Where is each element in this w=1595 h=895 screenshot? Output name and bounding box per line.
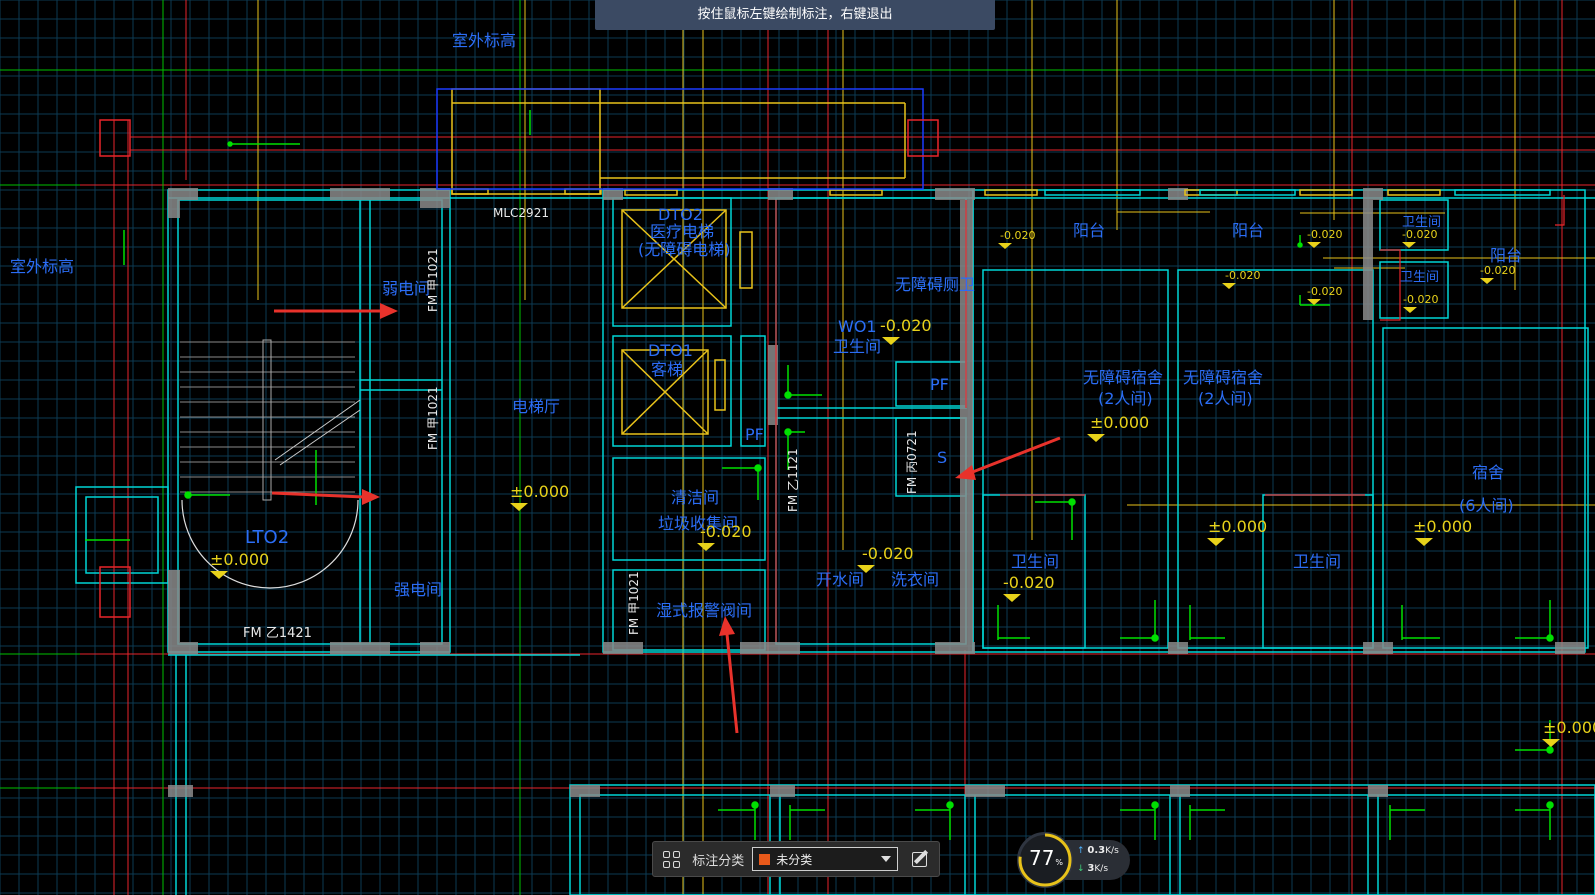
- label-dt01: DTO1: [648, 341, 693, 360]
- label-med-elev: 医疗电梯: [650, 222, 714, 241]
- elev-mark: -0.020: [1480, 264, 1515, 277]
- label-guest: 客梯: [651, 360, 683, 379]
- stairs: [180, 339, 361, 589]
- elev-mark: -0.020: [1403, 293, 1438, 306]
- elev-mark: -0.020: [1225, 269, 1260, 282]
- label-boil: 开水间: [816, 570, 864, 589]
- label-pf1: PF: [745, 425, 764, 444]
- percent-value: 77: [1028, 846, 1055, 870]
- label-alarm: 湿式报警阀间: [656, 601, 752, 620]
- chevron-down-icon: [880, 856, 891, 862]
- label-dorm2b: (2人间): [1198, 389, 1253, 408]
- elev-mark: -0.020: [1000, 229, 1035, 242]
- grid-menu-icon[interactable]: [661, 848, 682, 870]
- elev-mark: -0.020: [862, 544, 914, 563]
- label-outdoor-top: 室外标高: [452, 31, 516, 50]
- elevator-shafts: [621, 209, 753, 435]
- label-fm1: FM 甲1021: [426, 248, 440, 312]
- yellow-axis-lines: [257, 0, 1595, 895]
- canopy-outline: [436, 88, 924, 190]
- download-arrow-icon: ↓: [1077, 864, 1085, 874]
- room-labels: 室外标高 室外标高 弱电间 LTO2 强电间 电梯厅 DTO2 医疗电梯 (无障…: [10, 31, 1522, 620]
- wall-columns: [168, 188, 1585, 797]
- red-annotation-arrows: [271, 303, 1061, 734]
- elev-mark: -0.020: [1003, 573, 1055, 592]
- elev-mark: -0.020: [1402, 228, 1437, 241]
- label-dorm1: 无障碍宿舍: [1083, 368, 1163, 387]
- elev-mark: ±0.000: [1543, 718, 1595, 737]
- label-weak-room: 弱电间: [382, 279, 430, 298]
- red-lines: [775, 195, 1565, 642]
- label-outdoor-left: 室外标高: [10, 257, 74, 276]
- label-laundry: 洗衣间: [891, 570, 939, 589]
- category-select[interactable]: 未分类: [752, 847, 898, 871]
- elev-mark: -0.020: [1307, 228, 1342, 241]
- label-wc: 卫生间: [833, 337, 881, 356]
- label-fm2: FM 甲1021: [426, 386, 440, 450]
- edit-icon[interactable]: [910, 848, 931, 870]
- label-pf2: PF: [930, 375, 949, 394]
- label-mlc: MLC2921: [493, 206, 549, 220]
- label-acc-wc: 无障碍厕卫: [895, 275, 975, 294]
- annotation-toolbar: 标注分类 未分类: [652, 841, 940, 877]
- elev-mark: ±0.000: [1413, 517, 1472, 536]
- label-wc5: 卫生间: [1293, 552, 1341, 571]
- category-label: 标注分类: [692, 853, 745, 869]
- category-color-swatch: [759, 853, 771, 865]
- label-clean: 清洁间: [671, 488, 719, 507]
- label-strong-room: 强电间: [394, 580, 442, 599]
- label-fm-stair: FM 乙1421: [243, 626, 312, 641]
- upload-arrow-icon: ↑: [1077, 846, 1085, 856]
- percent-unit: %: [1055, 858, 1064, 867]
- label-dorm3: 宿舍: [1472, 463, 1504, 482]
- upload-speed: 0.3: [1087, 845, 1106, 856]
- upload-unit: K/s: [1105, 846, 1119, 856]
- elev-mark: -0.020: [1307, 285, 1342, 298]
- label-wc3: 卫生间: [1400, 270, 1439, 285]
- category-value: 未分类: [776, 852, 813, 867]
- memory-arc: [1018, 833, 1072, 887]
- label-bal3: 阳台: [1490, 246, 1522, 265]
- elev-mark: ±0.000: [510, 482, 569, 501]
- label-stair: LTO2: [245, 527, 289, 548]
- label-wc2: 卫生间: [1402, 215, 1441, 230]
- label-bal1: 阳台: [1073, 221, 1105, 240]
- elev-mark: ±0.000: [1208, 517, 1267, 536]
- performance-widget[interactable]: ↑ 0.3K/s ↓ 3K/s 77%: [1017, 832, 1130, 888]
- label-elev-hall: 电梯厅: [512, 397, 560, 416]
- network-speed-panel: ↑ 0.3K/s ↓ 3K/s: [1065, 840, 1130, 880]
- elevation-marks: ±0.000 ±0.000 -0.020 -0.020 -0.020 -0.02…: [210, 228, 1595, 747]
- hint-text: 按住鼠标左键绘制标注，右键退出: [697, 7, 893, 22]
- label-dorm3b: (6人间): [1459, 496, 1514, 515]
- elev-mark: -0.020: [880, 316, 932, 335]
- elev-mark: ±0.000: [210, 550, 269, 569]
- mlc-frame: [451, 88, 1551, 196]
- label-s: S: [937, 448, 947, 467]
- elev-mark: -0.020: [700, 522, 752, 541]
- green-markers: [85, 110, 1554, 840]
- download-unit: K/s: [1094, 864, 1109, 874]
- label-med-elev2: (无障碍电梯): [638, 240, 731, 259]
- memory-percent: 77%: [1023, 846, 1069, 870]
- door-labels: MLC2921 FM 乙1421 FM 甲1021 FM 甲1021 FM 甲1…: [243, 206, 919, 641]
- download-speed: 3: [1087, 863, 1095, 874]
- label-w01: WO1: [838, 317, 877, 336]
- label-fm5: FM 丙0721: [905, 430, 919, 494]
- label-dt02: DTO2: [658, 205, 703, 224]
- label-garbage: 垃圾收集间: [658, 514, 738, 533]
- label-wc4: 卫生间: [1011, 552, 1059, 571]
- label-dorm2: 无障碍宿舍: [1183, 368, 1263, 387]
- label-bal2: 阳台: [1232, 221, 1264, 240]
- canopy-red: [99, 119, 939, 618]
- elev-mark: ±0.000: [1090, 413, 1149, 432]
- label-fm3: FM 甲1021: [627, 571, 641, 635]
- drawing-hint-banner: 按住鼠标左键绘制标注，右键退出: [595, 0, 995, 30]
- label-dorm1b: (2人间): [1098, 389, 1153, 408]
- label-fm4: FM 乙1121: [786, 448, 800, 512]
